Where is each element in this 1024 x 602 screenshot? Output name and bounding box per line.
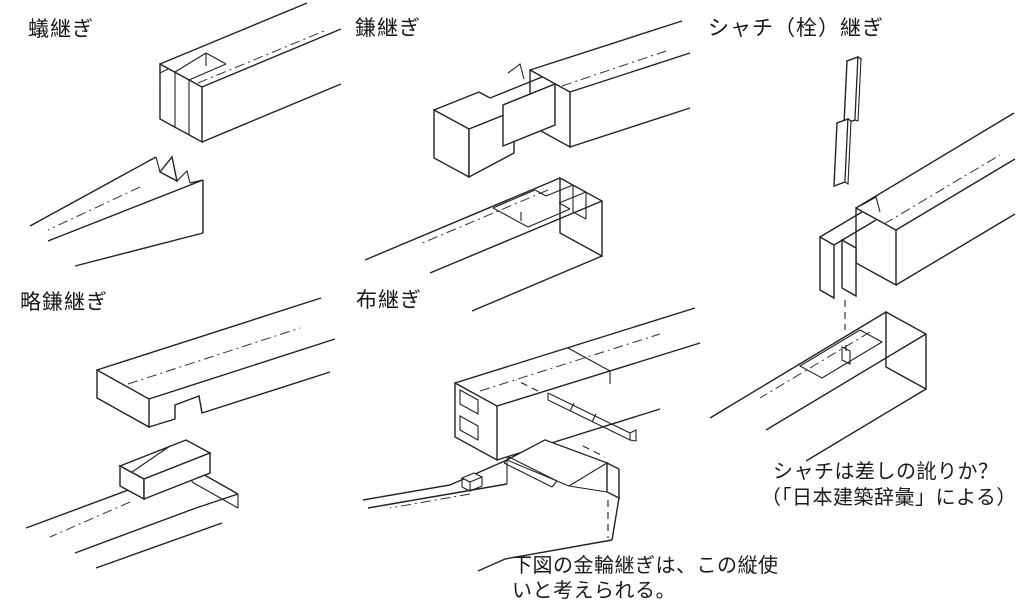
figure-ryakukama-tsugi-drawing <box>25 297 336 569</box>
label-ryakukama-tsugi: 略鎌継ぎ <box>20 291 108 314</box>
figure-ari-tsugi-drawing <box>29 2 342 267</box>
figure-nuno-tsugi-drawing <box>362 307 701 572</box>
label-kama-tsugi: 鎌継ぎ <box>355 17 421 40</box>
figure-kama-tsugi-drawing <box>364 20 691 312</box>
note-shachi-etymology-line2: （「日本建築辞彙」による） <box>761 487 1017 509</box>
note-kanawa-line1: 下図の金輪継ぎは、この縦使 <box>512 555 779 577</box>
figure-shachi-tsugi-drawing <box>709 55 1016 462</box>
label-nuno-tsugi: 布継ぎ <box>356 289 422 312</box>
note-shachi-etymology-line1: シャチは差しの訛りか？ <box>773 461 999 483</box>
label-shachi-tsugi: シャチ（栓）継ぎ <box>708 17 884 40</box>
note-kanawa-line2: いと考えられる。 <box>512 580 676 602</box>
label-ari-tsugi: 蟻継ぎ <box>28 18 94 41</box>
